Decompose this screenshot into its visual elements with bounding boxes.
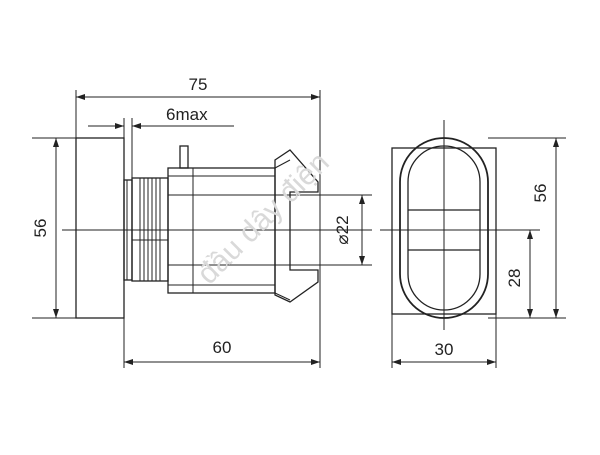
dim-body-length: 60 bbox=[123, 318, 321, 368]
dim-bezel-height: 56 bbox=[31, 137, 76, 319]
label-front-width: 30 bbox=[435, 340, 454, 359]
dim-panel-thickness: 6max bbox=[88, 105, 234, 180]
dim-front-width: 30 bbox=[391, 314, 497, 368]
label-thread-diameter: ⌀22 bbox=[333, 215, 352, 244]
dim-overall-length: 75 bbox=[75, 75, 321, 318]
dim-front-height: 56 bbox=[488, 137, 566, 319]
front-view bbox=[380, 120, 540, 330]
label-body-length: 60 bbox=[213, 338, 232, 357]
label-bezel-height: 56 bbox=[31, 219, 50, 238]
side-pin bbox=[179, 145, 189, 169]
dim-thread-diameter: ⌀22 bbox=[168, 194, 372, 266]
label-overall-length: 75 bbox=[189, 75, 208, 94]
dim-front-half-height: 28 bbox=[505, 230, 533, 318]
label-panel-thickness: 6max bbox=[166, 105, 208, 124]
side-terminal bbox=[274, 149, 319, 303]
label-front-height: 56 bbox=[531, 184, 550, 203]
label-front-half-height: 28 bbox=[505, 269, 524, 288]
side-bezel bbox=[75, 137, 125, 319]
